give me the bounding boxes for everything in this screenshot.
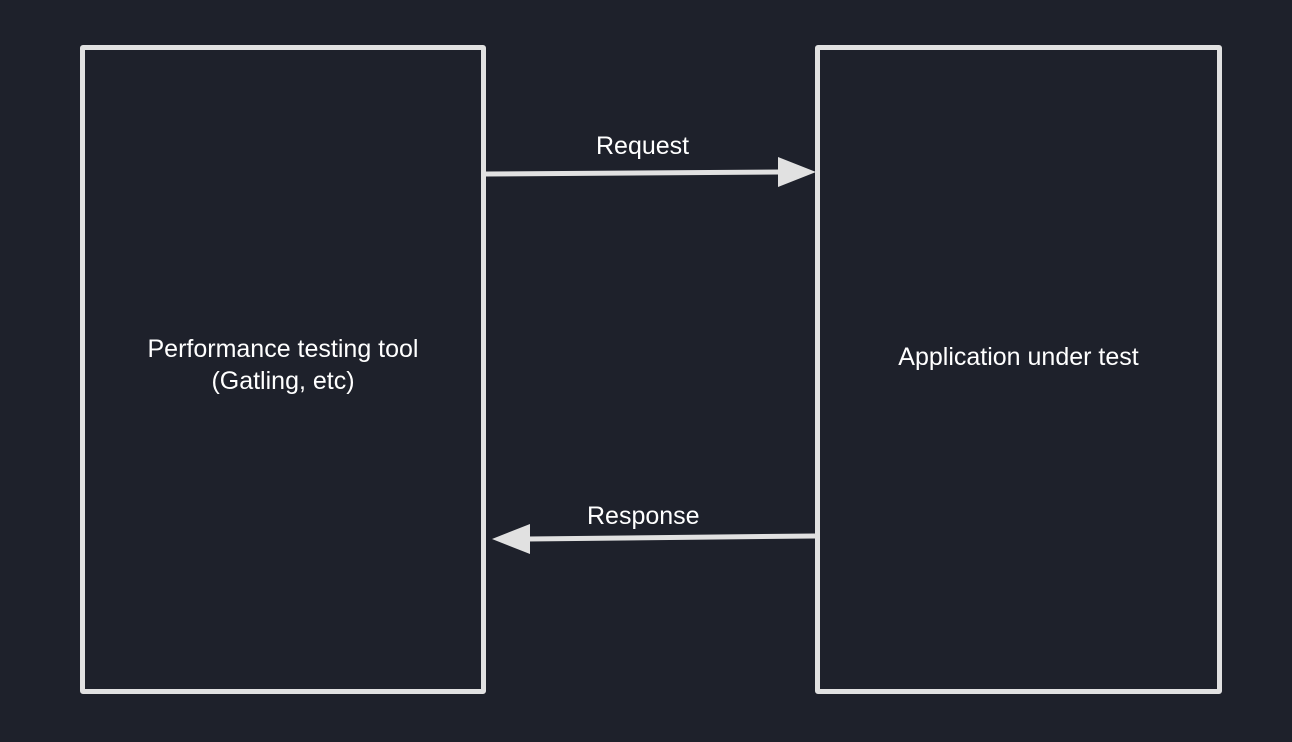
performance-testing-tool-box: Performance testing tool (Gatling, etc) — [80, 45, 486, 694]
performance-testing-tool-label: Performance testing tool (Gatling, etc) — [148, 333, 419, 397]
response-arrow-line — [527, 533, 816, 542]
tool-label-line-1: Performance testing tool — [147, 334, 419, 363]
response-arrow — [492, 524, 816, 554]
request-arrowhead — [778, 157, 816, 187]
response-label: Response — [587, 502, 700, 530]
application-under-test-label: Application under test — [898, 342, 1139, 371]
tool-label-line-2: (Gatling, etc) — [211, 366, 355, 395]
request-arrow — [485, 157, 816, 187]
request-label: Request — [596, 132, 690, 160]
response-arrowhead — [492, 524, 530, 554]
request-arrow-line — [485, 169, 781, 177]
application-under-test-box: Application under test — [815, 45, 1222, 694]
